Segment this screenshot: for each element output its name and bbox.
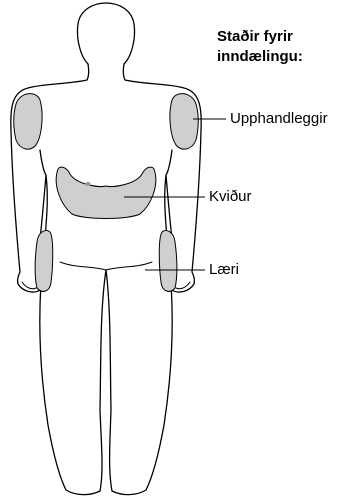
upper-arm-site-right [170,94,198,150]
upper-arm-site-left [14,94,42,150]
right-hand-detail [176,282,190,289]
head-outline [77,3,134,64]
upper-arm-label: Upphandleggir [230,110,328,128]
abdomen-site [56,167,156,218]
abdomen-label: Kviður [209,188,252,206]
heading-line-1: Staðir fyrir [217,27,357,47]
right-inner-arm-line [166,150,172,175]
thigh-site-right [159,230,177,291]
heading-line-2: inndælingu: [217,47,357,67]
thigh-site-left [35,230,53,291]
left-hand-detail [22,282,36,289]
diagram-heading: Staðir fyrir inndælingu: [217,27,357,67]
navel [86,182,91,186]
left-inner-arm-line [40,150,46,175]
groin-line [60,262,152,270]
thigh-label: Læri [209,261,239,279]
